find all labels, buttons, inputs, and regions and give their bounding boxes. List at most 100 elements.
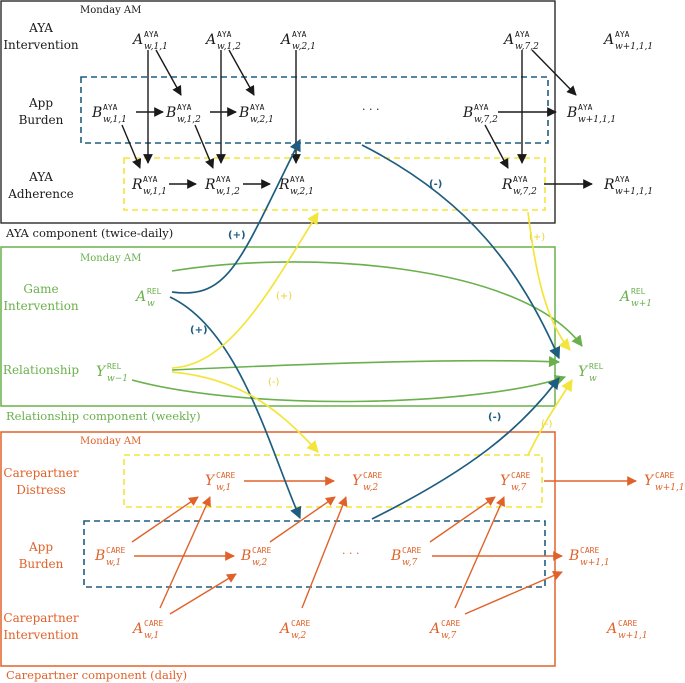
edge-label-minus-yellow-right: (-) (541, 419, 553, 430)
node-superscript: AYA (513, 175, 528, 184)
relationship-edges (131, 261, 583, 403)
node-subscript: w (147, 299, 155, 309)
aya-time-label: Monday AM (80, 5, 141, 16)
node-subscript: w+1,1 (618, 631, 648, 641)
node-subscript: w,1,2 (217, 42, 241, 52)
node-subscript: w (589, 374, 597, 384)
node-superscript: AYA (474, 103, 489, 112)
node-base-letter: B (240, 548, 251, 564)
node-subscript: w,1,2 (216, 187, 240, 197)
node-base-letter: A (428, 621, 440, 637)
node-subscript: w+1,1,1 (615, 187, 653, 197)
edge-label-plus-blue-top: (+) (228, 230, 246, 241)
carepartner-edges (131, 476, 637, 615)
node-base-letter: B (94, 548, 105, 564)
care-burden-group (83, 520, 546, 588)
node-subscript: w,7 (402, 558, 417, 568)
edge-label-minus-yellow-mid: (-) (268, 377, 280, 388)
node-base-letter: A (204, 32, 216, 48)
node-subscript: w,7 (441, 631, 456, 641)
node-superscript: AYA (217, 30, 232, 39)
node-superscript: CARE (580, 546, 599, 555)
node-base-letter: Y (578, 364, 589, 380)
node-base-letter: B (165, 105, 176, 121)
node-subscript: w,1,2 (177, 115, 201, 125)
rel-component-label: Relationship component (weekly) (6, 409, 201, 423)
node-superscript: CARE (106, 546, 125, 555)
node-superscript: CARE (441, 619, 460, 628)
node-base-letter: A (279, 32, 291, 48)
node-base-letter: B (238, 105, 249, 121)
edge-label-plus-yellow-mid: (+) (276, 291, 292, 302)
node-superscript: REL (589, 362, 604, 371)
node-superscript: AYA (144, 30, 159, 39)
node-base-letter: A (605, 621, 617, 637)
node-superscript: AYA (615, 175, 630, 184)
care-row-intervention-1: Carepartner (3, 611, 78, 625)
node-superscript: CARE (402, 546, 421, 555)
node-subscript: w−1 (107, 374, 128, 384)
node-base-letter: A (134, 289, 146, 305)
care-time-label: Monday AM (80, 436, 141, 447)
node-base-letter: R (204, 177, 216, 193)
rel-row-relationship: Relationship (3, 363, 79, 377)
node-subscript: w,2 (363, 483, 378, 493)
node-subscript: w+1,1,1 (615, 42, 653, 52)
node-superscript: AYA (216, 175, 231, 184)
aya-row-burden-1: App (28, 96, 53, 110)
aya-row-adherence-1: AYA (28, 170, 53, 184)
node-base-letter: R (131, 177, 143, 193)
node-subscript: w,2,1 (292, 42, 316, 52)
care-row-burden-2: Burden (19, 557, 64, 571)
node-superscript: CARE (144, 619, 163, 628)
node-subscript: w,2,1 (290, 187, 314, 197)
node-superscript: AYA (615, 30, 630, 39)
node-base-letter: A (131, 32, 143, 48)
node-superscript: AYA (578, 103, 593, 112)
aya-adherence-group (123, 157, 546, 211)
node-superscript: REL (631, 287, 646, 296)
aya-component-label: AYA component (twice-daily) (5, 226, 173, 240)
node-superscript: CARE (511, 471, 530, 480)
carepartner-component-box (0, 431, 556, 667)
node-superscript: CARE (252, 546, 271, 555)
node-superscript: CARE (216, 471, 235, 480)
node-base-letter: Y (352, 473, 363, 489)
care-row-distress-1: Carepartner (3, 466, 78, 480)
node-base-letter: R (603, 177, 615, 193)
node-subscript: w,1 (216, 483, 231, 493)
node-base-letter: Y (96, 364, 107, 380)
node-base-letter: B (568, 548, 579, 564)
edge-label-plus-blue-mid: (+) (190, 325, 208, 336)
node-base-letter: A (278, 621, 290, 637)
node-subscript: w+1,1,1 (578, 115, 616, 125)
node-base-letter: B (91, 105, 102, 121)
care-ellipsis: · · · (342, 547, 359, 560)
care-row-burden-1: App (28, 540, 53, 554)
node-subscript: w,2 (291, 631, 306, 641)
node-superscript: REL (147, 287, 162, 296)
node-base-letter: A (131, 621, 143, 637)
edge-label-plus-yellow-right: (+) (529, 232, 545, 243)
node-subscript: w,1,1 (143, 187, 167, 197)
